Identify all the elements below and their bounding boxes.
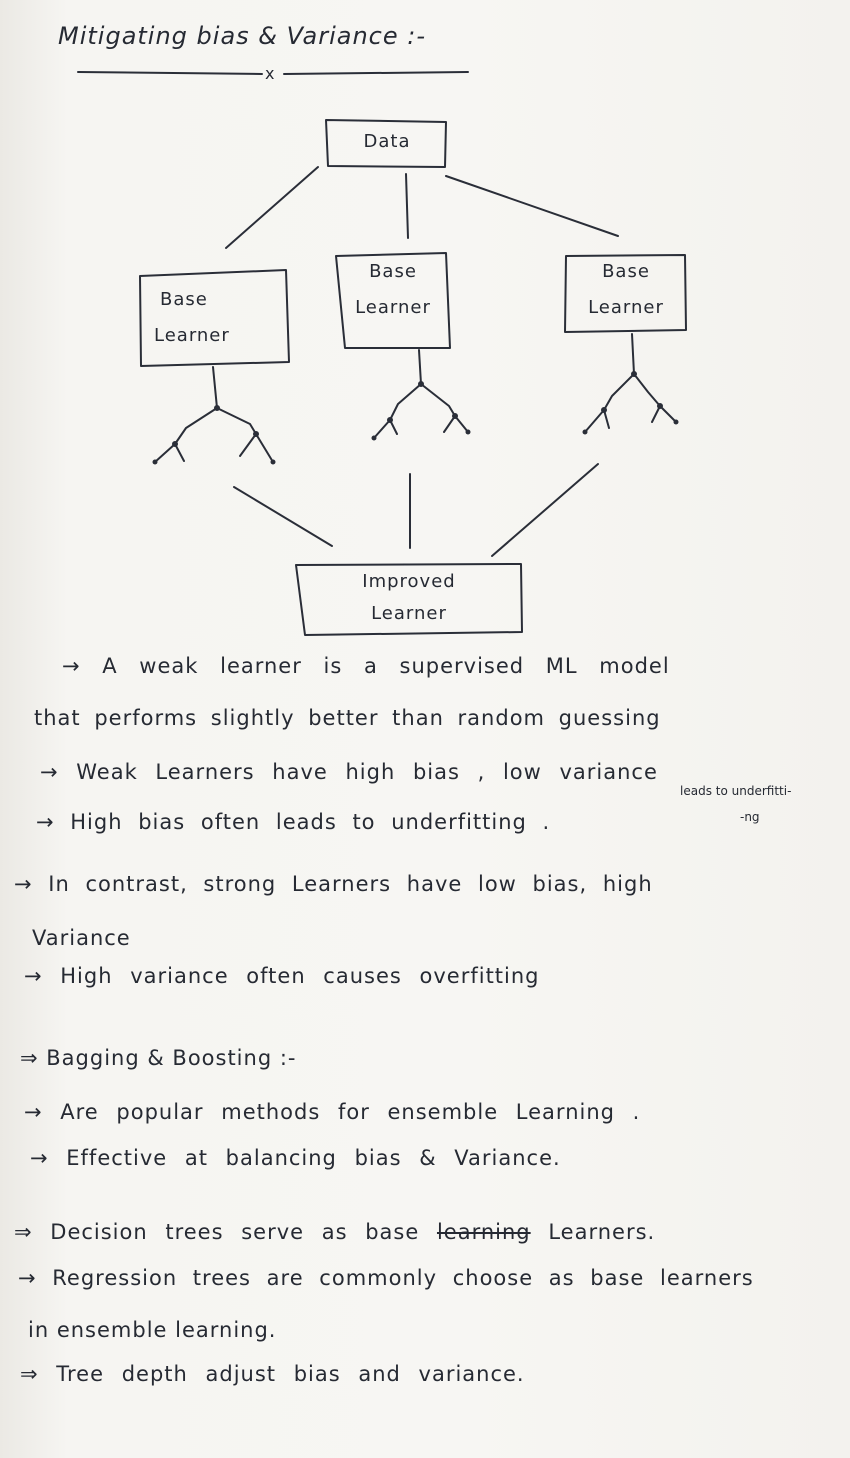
note-regression-trees: → Regression trees are commonly choose a… xyxy=(18,1266,754,1290)
data-box xyxy=(325,119,447,168)
improved-line1: Improved xyxy=(362,571,456,592)
branch-left xyxy=(225,166,319,249)
converge-left xyxy=(233,486,333,547)
note-side-underfit: leads to underfitti- xyxy=(680,784,792,798)
base-left-box xyxy=(139,269,290,367)
title-underline xyxy=(77,71,469,75)
base-left-line2: Learner xyxy=(154,325,230,346)
note-decision-trees-a: ⇒ Decision trees serve as base xyxy=(14,1220,420,1244)
note-high-variance: → High variance often causes overfitting xyxy=(24,964,540,988)
tree-left xyxy=(154,366,274,463)
base-mid-box xyxy=(335,252,451,349)
tree-middle xyxy=(373,349,469,439)
base-right-label: Base Learner xyxy=(570,254,682,326)
base-left-label: Base Learner xyxy=(146,282,276,354)
note-decision-trees-struck: learning xyxy=(436,1220,531,1244)
note-weak-bias: → Weak Learners have high bias , low var… xyxy=(40,760,658,784)
base-left-line1: Base xyxy=(160,289,208,310)
note-ensemble-learning: in ensemble learning. xyxy=(28,1318,277,1342)
note-decision-trees: ⇒ Decision trees serve as base learning … xyxy=(14,1220,655,1244)
converge-right xyxy=(491,463,599,557)
note-popular-methods: → Are popular methods for ensemble Learn… xyxy=(24,1100,641,1124)
base-right-line1: Base xyxy=(602,261,650,282)
page-title: Mitigating bias & Variance :- xyxy=(58,22,427,50)
note-side-ng: -ng xyxy=(740,810,760,824)
base-mid-label: Base Learner xyxy=(340,254,446,326)
improved-box xyxy=(295,563,523,636)
base-mid-line2: Learner xyxy=(355,297,431,318)
branch-right xyxy=(445,175,619,237)
improved-label: Improved Learner xyxy=(302,566,516,630)
note-decision-trees-b: Learners. xyxy=(548,1220,656,1244)
title-x-mark: x xyxy=(265,64,276,83)
note-tree-depth: ⇒ Tree depth adjust bias and variance. xyxy=(20,1362,525,1386)
improved-line2: Learner xyxy=(371,603,447,624)
heading-bagging-boosting: ⇒ Bagging & Boosting :- xyxy=(20,1046,297,1070)
base-right-box xyxy=(564,254,687,333)
base-mid-line1: Base xyxy=(369,261,417,282)
data-box-label: Data xyxy=(363,131,411,152)
tree-right xyxy=(584,333,677,433)
note-slightly-better: that performs slightly better than rando… xyxy=(34,706,661,730)
base-right-line2: Learner xyxy=(588,297,664,318)
note-high-bias: → High bias often leads to underfitting … xyxy=(36,810,551,834)
note-balancing: → Effective at balancing bias & Variance… xyxy=(30,1146,561,1170)
diagram-lines xyxy=(77,71,687,636)
note-weak-learner: → A weak learner is a supervised ML mode… xyxy=(62,654,670,678)
branch-middle xyxy=(405,173,409,239)
note-variance: Variance xyxy=(32,926,131,950)
note-strong-learners: → In contrast, strong Learners have low … xyxy=(14,872,653,896)
